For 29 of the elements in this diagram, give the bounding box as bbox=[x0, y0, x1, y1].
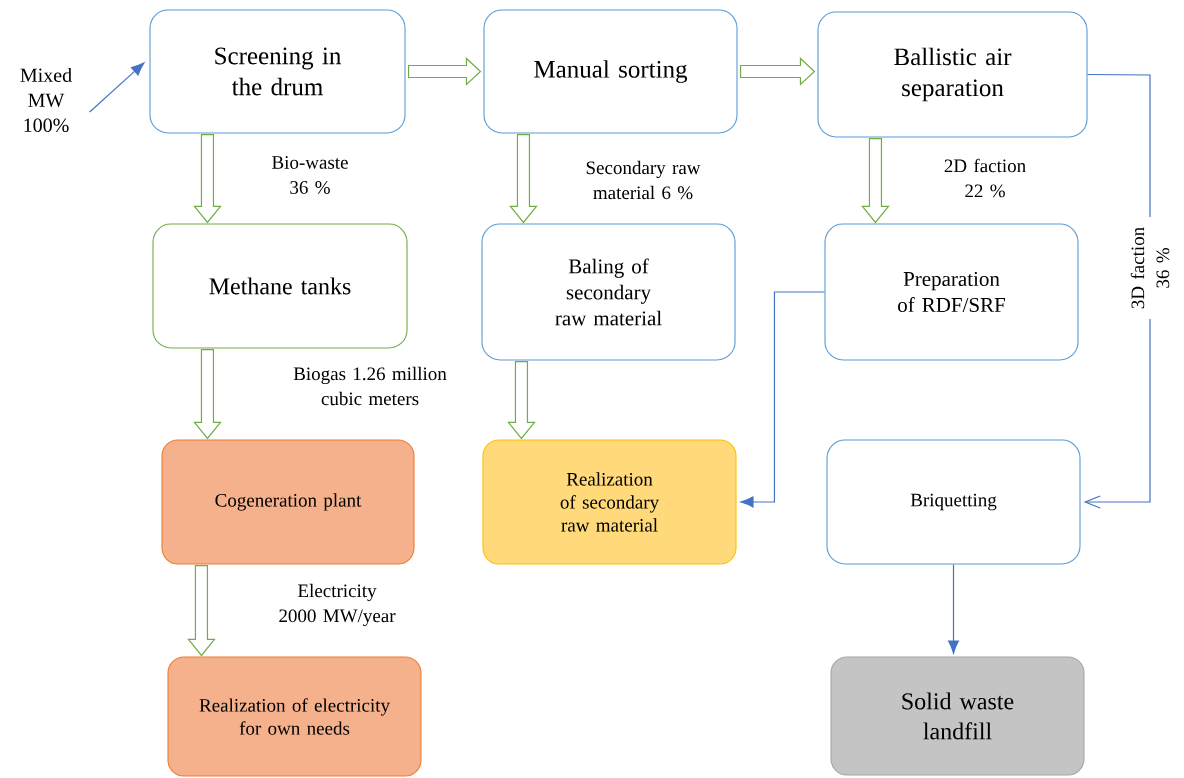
edge-label: Bio-waste 36 % bbox=[272, 156, 348, 194]
process-box: Baling of secondary raw material bbox=[481, 223, 736, 361]
input-label: Mixed MW 100% bbox=[20, 67, 72, 133]
block-arrow bbox=[187, 564, 216, 657]
block-arrow bbox=[507, 360, 536, 440]
arrow bbox=[89, 62, 145, 113]
arrow bbox=[948, 563, 959, 654]
process-box: Ballistic air separation bbox=[817, 11, 1088, 138]
process-box: Screening in the drum bbox=[149, 9, 406, 134]
process-box: Preparation of RDF/SRF bbox=[824, 223, 1079, 361]
process-box: Methane tanks bbox=[152, 223, 408, 349]
output-box: Cogeneration plant bbox=[161, 439, 415, 565]
block-arrow bbox=[407, 57, 482, 86]
block-arrow bbox=[861, 137, 890, 224]
edge-label: Biogas 1.26 million cubic meters bbox=[293, 366, 447, 406]
block-arrow bbox=[739, 57, 816, 86]
landfill-box: Solid waste landfill bbox=[830, 656, 1085, 776]
output-box: Realization of electricity for own needs bbox=[167, 656, 422, 777]
edge-label: 3D faction 36 % bbox=[1129, 217, 1171, 319]
arrow bbox=[740, 291, 826, 508]
block-arrow bbox=[193, 348, 222, 440]
edge-label: 2D faction 22 % bbox=[944, 158, 1026, 198]
block-arrow bbox=[509, 133, 538, 224]
output-box: Realization of secondary raw material bbox=[482, 439, 737, 565]
edge-label: Secondary raw material 6 % bbox=[586, 160, 701, 200]
block-arrow bbox=[193, 133, 222, 224]
process-box: Manual sorting bbox=[483, 9, 738, 134]
process-box: Briquetting bbox=[826, 439, 1081, 565]
edge-label: Electricity 2000 MW/year bbox=[279, 583, 396, 627]
